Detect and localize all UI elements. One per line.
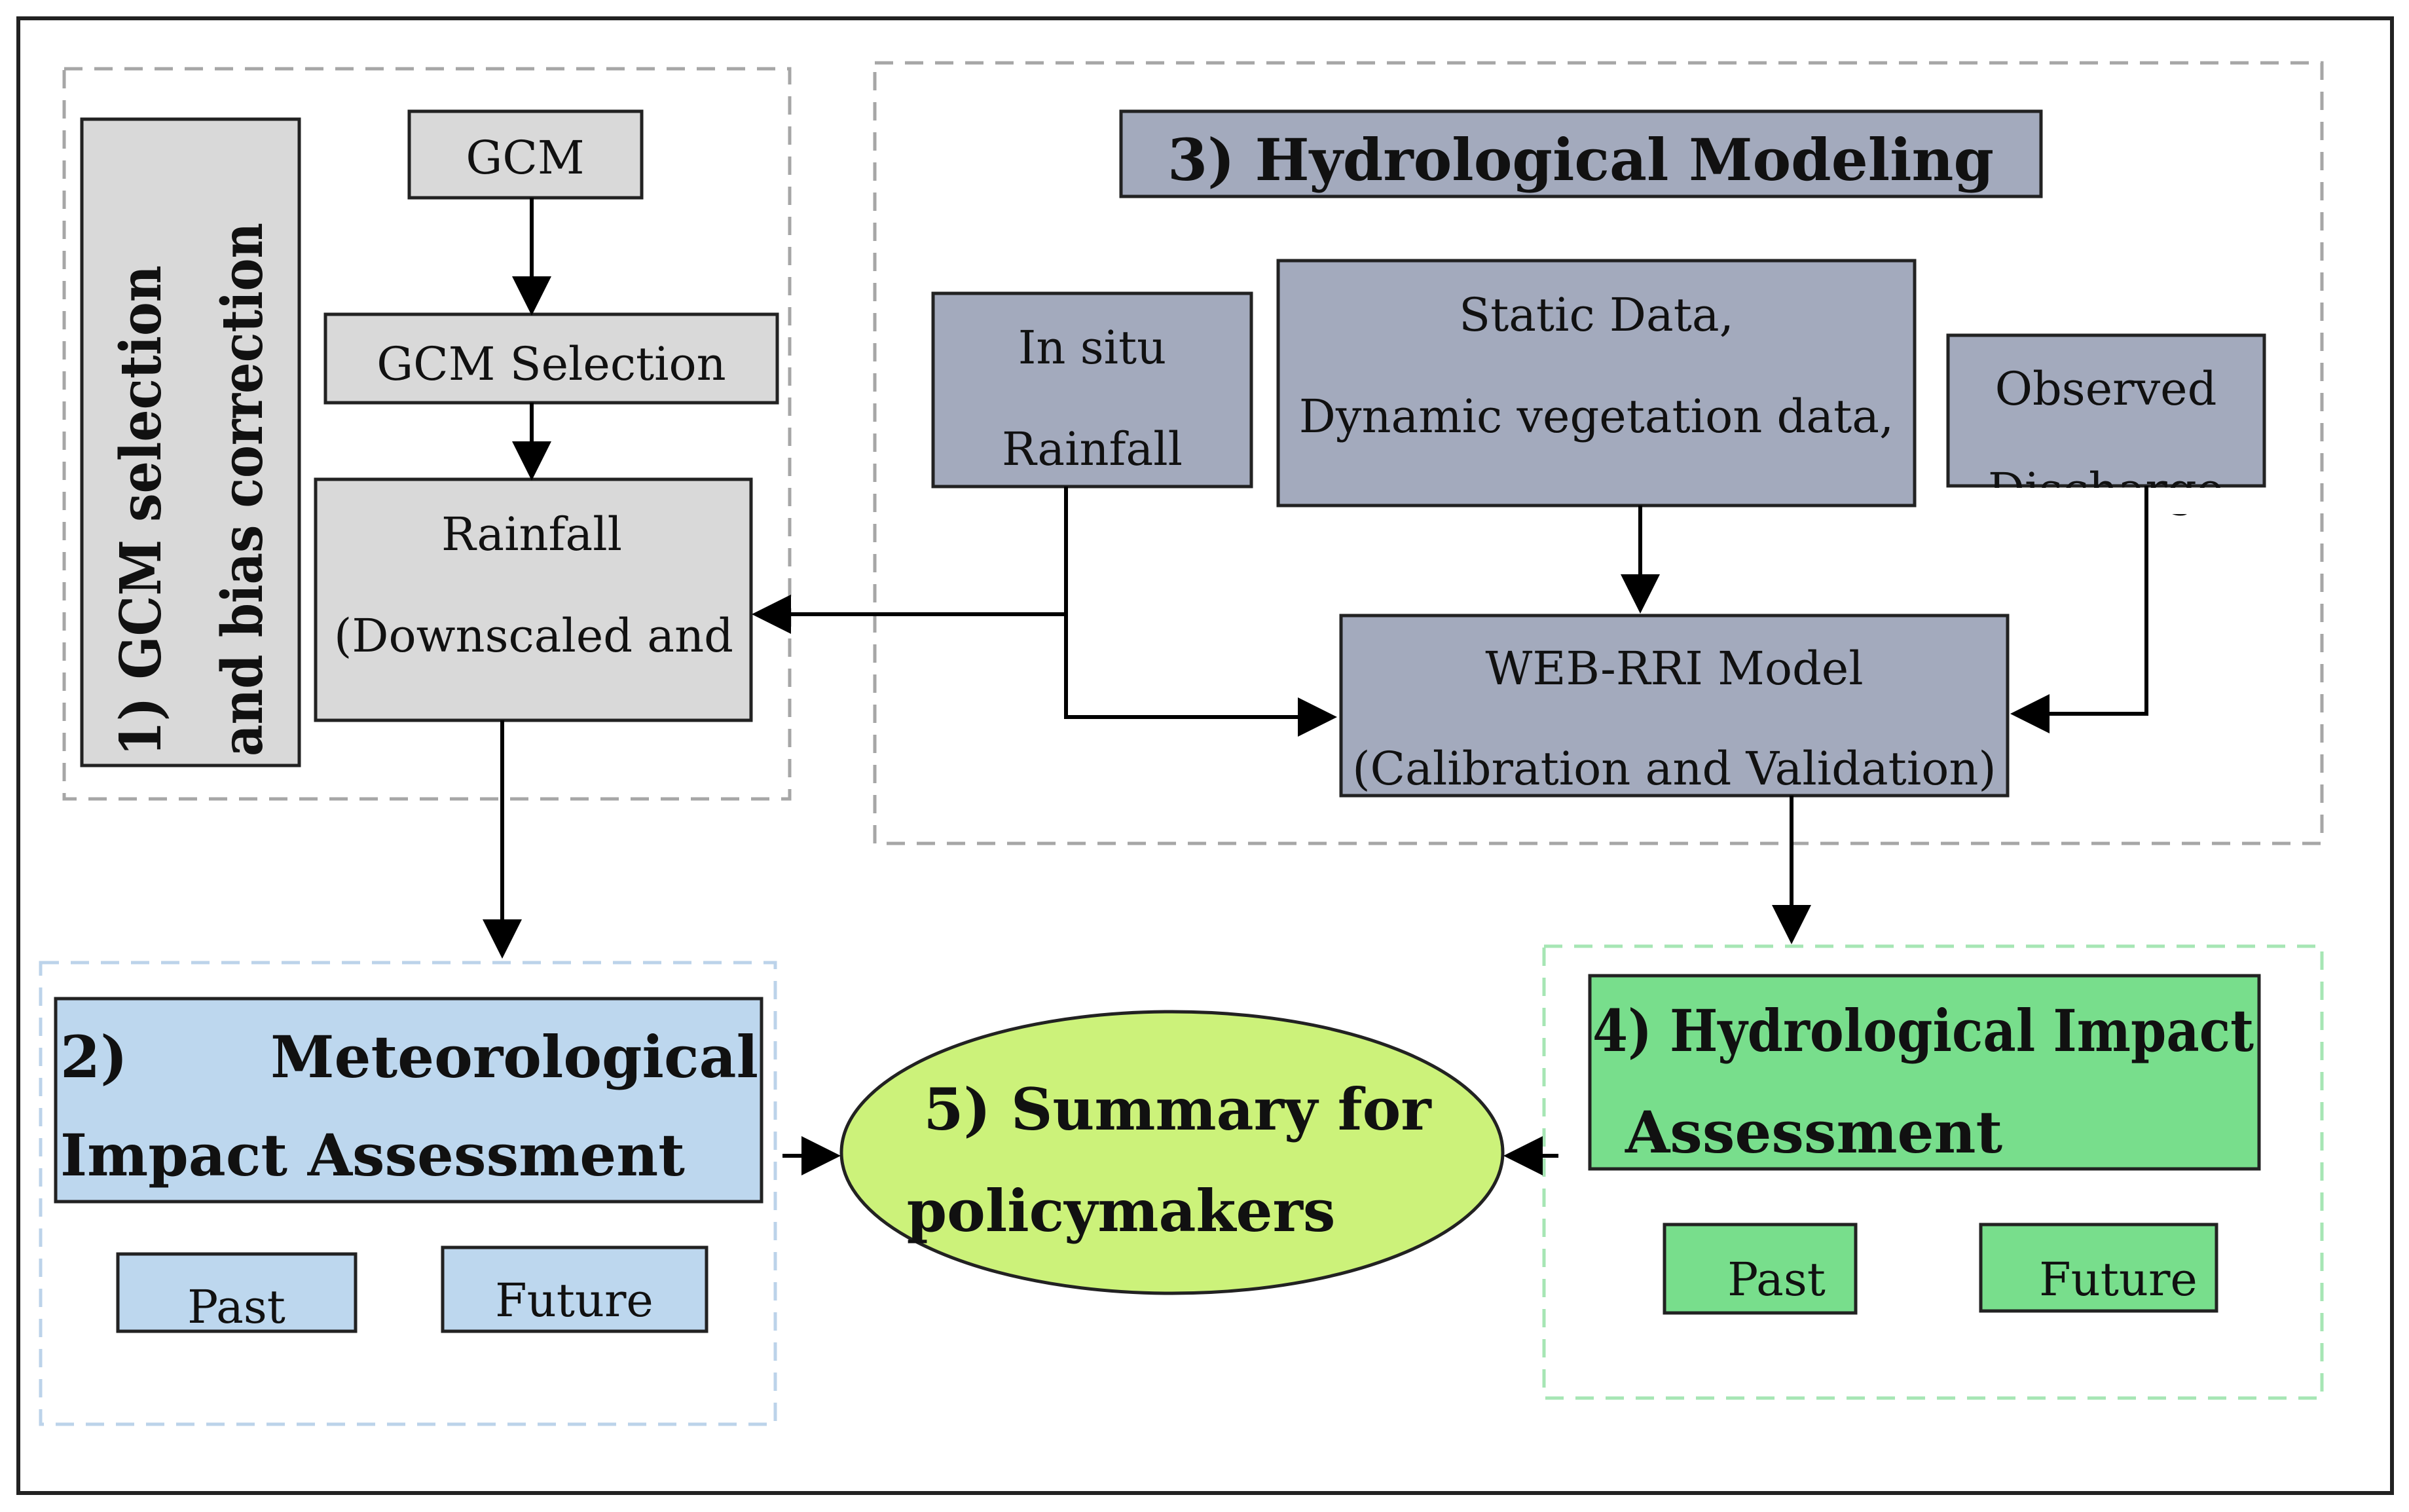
observed-discharge-box: Observed Discharge	[1945, 333, 2268, 517]
static-label-line1: Static Data,	[1459, 288, 1734, 342]
section1-container	[62, 67, 792, 801]
section2-title-num: 2)	[60, 1023, 128, 1091]
web-rri-model-box: WEB-RRI Model (Calibration and Validatio…	[1339, 614, 2010, 798]
insitu-label-line2: Rainfall	[1002, 422, 1183, 476]
section4-future-box: Future	[1979, 1223, 2218, 1313]
summary-line2: policymakers	[907, 1177, 1336, 1245]
section2-past-box: Past	[116, 1252, 358, 1334]
gcm-label: GCM	[466, 131, 584, 185]
static-label-line2: Dynamic vegetation data,	[1299, 390, 1894, 443]
section2-title-box: 2) Meteorological Impact Assessment	[54, 997, 763, 1204]
section4-past-label: Past	[1727, 1253, 1826, 1306]
rainfall-label-line1: Rainfall	[441, 507, 622, 561]
section4-title-box: 4) Hydrological Impact Assessment	[1588, 974, 2261, 1171]
insitu-rainfall-box: In situ Rainfall	[931, 291, 1253, 489]
section2-title-line2: Impact Assessment	[60, 1121, 685, 1189]
model-label-line1: WEB-RRI Model	[1485, 642, 1863, 695]
section2-container	[39, 961, 777, 1426]
summary-ellipse: 5) Summary for policymakers	[839, 1010, 1505, 1295]
summary-line1: 5) Summary for	[923, 1075, 1432, 1143]
section4-future-label: Future	[2039, 1253, 2198, 1306]
section2-future-label: Future	[495, 1274, 653, 1327]
section1-title-line1: 1) GCM selection	[108, 265, 174, 756]
section4-title-line2: Assessment	[1625, 1098, 2003, 1166]
section3-title-box: 3) Hydrological Modeling	[1119, 109, 2043, 198]
gcm-selection-box: GCM Selection	[323, 312, 779, 405]
arrow-insitu-to-model	[1064, 487, 1337, 737]
section3-title: 3) Hydrological Modeling	[1168, 126, 1994, 194]
gcm-box: GCM	[407, 109, 644, 200]
gcm-selection-label: GCM Selection	[377, 337, 726, 391]
static-data-box: Static Data, Dynamic vegetation data,	[1276, 259, 1917, 507]
section4-title-line1: 4) Hydrological Impact	[1592, 997, 2254, 1065]
section4-past-box: Past	[1663, 1223, 1858, 1315]
section4-container	[1542, 944, 2324, 1400]
observed-label-line1: Observed	[1995, 362, 2217, 416]
section2-title-word: Meteorological	[270, 1023, 758, 1091]
section1-title-line2: and bias correction	[210, 223, 276, 756]
arrow-observed-to-model	[2010, 486, 2148, 733]
rainfall-label-line2: (Downscaled and	[334, 609, 733, 663]
connectors	[483, 198, 2148, 1175]
outer-frame	[16, 16, 2394, 1495]
section3-container	[873, 61, 2324, 845]
section1-title-box: 1) GCM selection and bias correction	[80, 117, 301, 767]
section2-future-box: Future	[441, 1245, 708, 1333]
model-label-line2: (Calibration and Validation)	[1352, 742, 1996, 796]
rainfall-box: Rainfall (Downscaled and	[314, 477, 753, 722]
insitu-label-line1: In situ	[1018, 321, 1167, 375]
section2-past-label: Past	[187, 1280, 285, 1334]
